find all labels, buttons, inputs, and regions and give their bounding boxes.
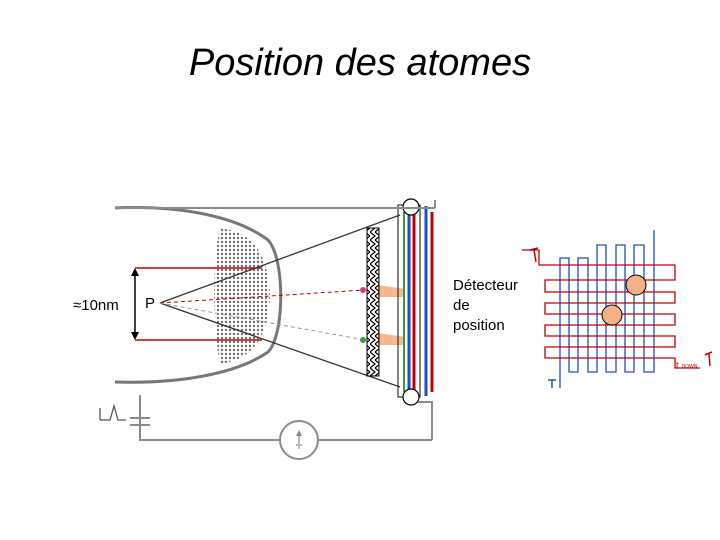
atom-impact-lower	[601, 304, 623, 326]
t-down-subscript: DOWN	[681, 364, 698, 370]
t-down-letter: t	[676, 360, 679, 370]
hv-source-icon	[279, 420, 319, 460]
slide-title: Position des atomes	[188, 42, 532, 84]
sample-tip	[114, 206, 283, 384]
tip-size-indicator	[131, 267, 262, 341]
detector-label-line2: de	[453, 297, 470, 314]
delay-line-red	[544, 264, 700, 369]
detector-bottom-connector	[402, 388, 420, 406]
detector-label-line1: Détecteur	[453, 277, 519, 294]
tip-atoms-dotted-region	[214, 228, 270, 364]
detector-stack	[397, 198, 434, 406]
projection-cone	[159, 214, 401, 388]
microchannel-plate	[366, 227, 380, 377]
tip-size-label: ≈10nm	[73, 297, 119, 314]
detector-label-line3: position	[453, 317, 505, 334]
ion-red	[360, 287, 366, 293]
ion-green	[360, 337, 366, 343]
voltage-circuit	[99, 200, 436, 441]
detector-label: Détecteur de position	[453, 276, 518, 336]
tip-point-label: P	[145, 295, 156, 312]
atom-impact-upper	[625, 274, 647, 296]
